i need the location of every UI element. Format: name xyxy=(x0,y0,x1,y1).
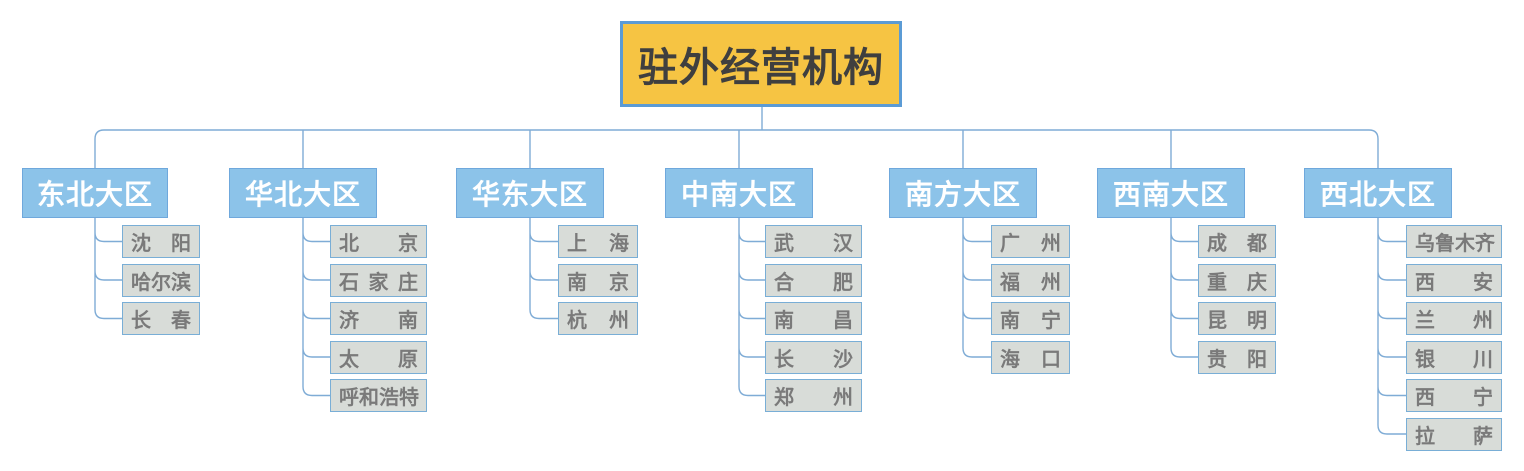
city-node[interactable]: 昆明 xyxy=(1198,302,1276,335)
city-label: 南宁 xyxy=(1000,308,1061,332)
city-node[interactable]: 武汉 xyxy=(765,225,862,258)
city-label: 北京 xyxy=(339,231,418,255)
city-label: 南昌 xyxy=(774,308,853,332)
city-node[interactable]: 合肥 xyxy=(765,264,862,297)
connector-children-southcentral xyxy=(738,218,765,397)
city-label: 成都 xyxy=(1207,231,1267,255)
city-label: 长沙 xyxy=(774,347,853,371)
region-node-northwest[interactable]: 西北大区 xyxy=(1304,168,1452,218)
city-label: 拉萨 xyxy=(1415,424,1493,448)
city-label: 郑州 xyxy=(774,385,853,409)
city-node[interactable]: 乌鲁木齐 xyxy=(1406,225,1502,258)
region-label: 华北大区 xyxy=(244,178,361,211)
city-node[interactable]: 西安 xyxy=(1406,264,1502,297)
city-label: 兰州 xyxy=(1415,308,1493,332)
region-label: 华东大区 xyxy=(471,178,588,211)
connector-children-south xyxy=(962,218,991,358)
region-label: 东北大区 xyxy=(36,178,153,211)
city-label: 西宁 xyxy=(1415,385,1493,409)
connector-children-north xyxy=(302,218,330,397)
city-node[interactable]: 石家庄 xyxy=(330,264,427,297)
region-node-southcentral[interactable]: 中南大区 xyxy=(665,168,813,218)
region-node-east[interactable]: 华东大区 xyxy=(456,168,604,218)
city-node[interactable]: 济南 xyxy=(330,302,427,335)
region-node-south[interactable]: 南方大区 xyxy=(889,168,1037,218)
city-node[interactable]: 太原 xyxy=(330,341,427,374)
city-node[interactable]: 兰州 xyxy=(1406,302,1502,335)
city-node[interactable]: 广州 xyxy=(991,225,1070,258)
connector-top-rail xyxy=(94,129,1379,168)
region-node-northeast[interactable]: 东北大区 xyxy=(22,168,168,218)
city-node[interactable]: 重庆 xyxy=(1198,264,1276,297)
connector-region-drops xyxy=(302,130,1172,168)
region-label: 南方大区 xyxy=(904,178,1021,211)
city-label: 昆明 xyxy=(1207,308,1267,332)
city-node[interactable]: 长沙 xyxy=(765,341,862,374)
city-label: 福州 xyxy=(1000,270,1061,294)
city-node[interactable]: 上海 xyxy=(558,225,638,258)
region-label: 西北大区 xyxy=(1319,178,1436,211)
city-node[interactable]: 西宁 xyxy=(1406,379,1502,412)
city-label: 杭州 xyxy=(567,308,629,332)
connector-children-east xyxy=(529,218,558,320)
city-label: 沈阳 xyxy=(131,231,191,255)
city-label: 济南 xyxy=(339,308,418,332)
city-label: 呼和浩特 xyxy=(339,385,419,409)
region-label: 中南大区 xyxy=(680,178,797,211)
connector-children-northeast xyxy=(94,218,122,320)
city-label: 广州 xyxy=(1000,231,1061,255)
city-label: 合肥 xyxy=(774,270,853,294)
city-node[interactable]: 成都 xyxy=(1198,225,1276,258)
root-label: 驻外经营机构 xyxy=(638,45,884,91)
city-node[interactable]: 南宁 xyxy=(991,302,1070,335)
city-label: 太原 xyxy=(339,347,418,371)
city-node[interactable]: 哈尔滨 xyxy=(122,264,200,297)
city-node[interactable]: 贵阳 xyxy=(1198,341,1276,374)
city-node[interactable]: 沈阳 xyxy=(122,225,200,258)
city-label: 上海 xyxy=(567,231,629,255)
city-label: 海口 xyxy=(1000,347,1061,371)
city-node[interactable]: 南京 xyxy=(558,264,638,297)
city-node[interactable]: 郑州 xyxy=(765,379,862,412)
city-node[interactable]: 杭州 xyxy=(558,302,638,335)
connector-children-southwest xyxy=(1170,218,1198,358)
city-label: 贵阳 xyxy=(1207,347,1267,371)
city-node[interactable]: 拉萨 xyxy=(1406,418,1502,451)
city-label: 西安 xyxy=(1415,270,1493,294)
city-label: 乌鲁木齐 xyxy=(1415,231,1495,255)
city-node[interactable]: 银川 xyxy=(1406,341,1502,374)
city-node[interactable]: 北京 xyxy=(330,225,427,258)
city-label: 武汉 xyxy=(774,231,853,255)
root-node[interactable]: 驻外经营机构 xyxy=(620,21,902,107)
city-node[interactable]: 呼和浩特 xyxy=(330,379,427,412)
connector-children-northwest xyxy=(1377,218,1406,435)
city-label: 长春 xyxy=(131,308,191,332)
region-label: 西南大区 xyxy=(1112,178,1229,211)
region-node-north[interactable]: 华北大区 xyxy=(229,168,377,218)
city-label: 哈尔滨 xyxy=(131,270,191,294)
city-node[interactable]: 福州 xyxy=(991,264,1070,297)
city-label: 银川 xyxy=(1415,347,1493,371)
city-node[interactable]: 南昌 xyxy=(765,302,862,335)
city-label: 南京 xyxy=(567,270,629,294)
city-label: 石家庄 xyxy=(339,270,418,294)
city-label: 重庆 xyxy=(1207,270,1267,294)
city-node[interactable]: 长春 xyxy=(122,302,200,335)
city-node[interactable]: 海口 xyxy=(991,341,1070,374)
region-node-southwest[interactable]: 西南大区 xyxy=(1097,168,1245,218)
